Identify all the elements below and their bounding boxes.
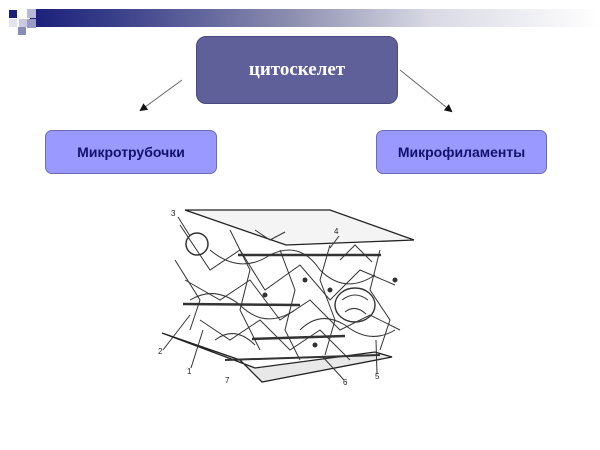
child-node-label: Микротрубочки xyxy=(77,144,185,160)
figure-label-1: 1 xyxy=(187,367,192,376)
child-node-microfilaments: Микрофиламенты xyxy=(376,130,547,174)
figure-label-3: 3 xyxy=(171,209,176,218)
root-node-label: цитоскелет xyxy=(248,59,346,80)
figure-label-2: 2 xyxy=(158,347,163,356)
decor-square-light xyxy=(19,19,27,27)
arrow-left xyxy=(139,79,183,112)
arrow-right xyxy=(399,69,453,113)
decor-square-light xyxy=(27,9,36,18)
figure-label-6: 6 xyxy=(343,378,348,387)
decor-square-dark xyxy=(9,10,17,18)
child-node-microtubules: Микротрубочки xyxy=(45,130,217,174)
decor-square-mid xyxy=(27,19,36,28)
header-gradient-band xyxy=(30,9,600,27)
cytoskeleton-illustration xyxy=(161,209,415,383)
figure-label-5: 5 xyxy=(375,372,380,381)
child-node-label: Микрофиламенты xyxy=(397,144,526,160)
figure-label-4: 4 xyxy=(334,227,339,236)
decor-square-light xyxy=(9,19,17,27)
root-node-cytoskeleton: цитоскелет xyxy=(196,36,398,104)
decor-square-mid xyxy=(18,27,26,35)
figure-label-7: 7 xyxy=(225,376,230,385)
